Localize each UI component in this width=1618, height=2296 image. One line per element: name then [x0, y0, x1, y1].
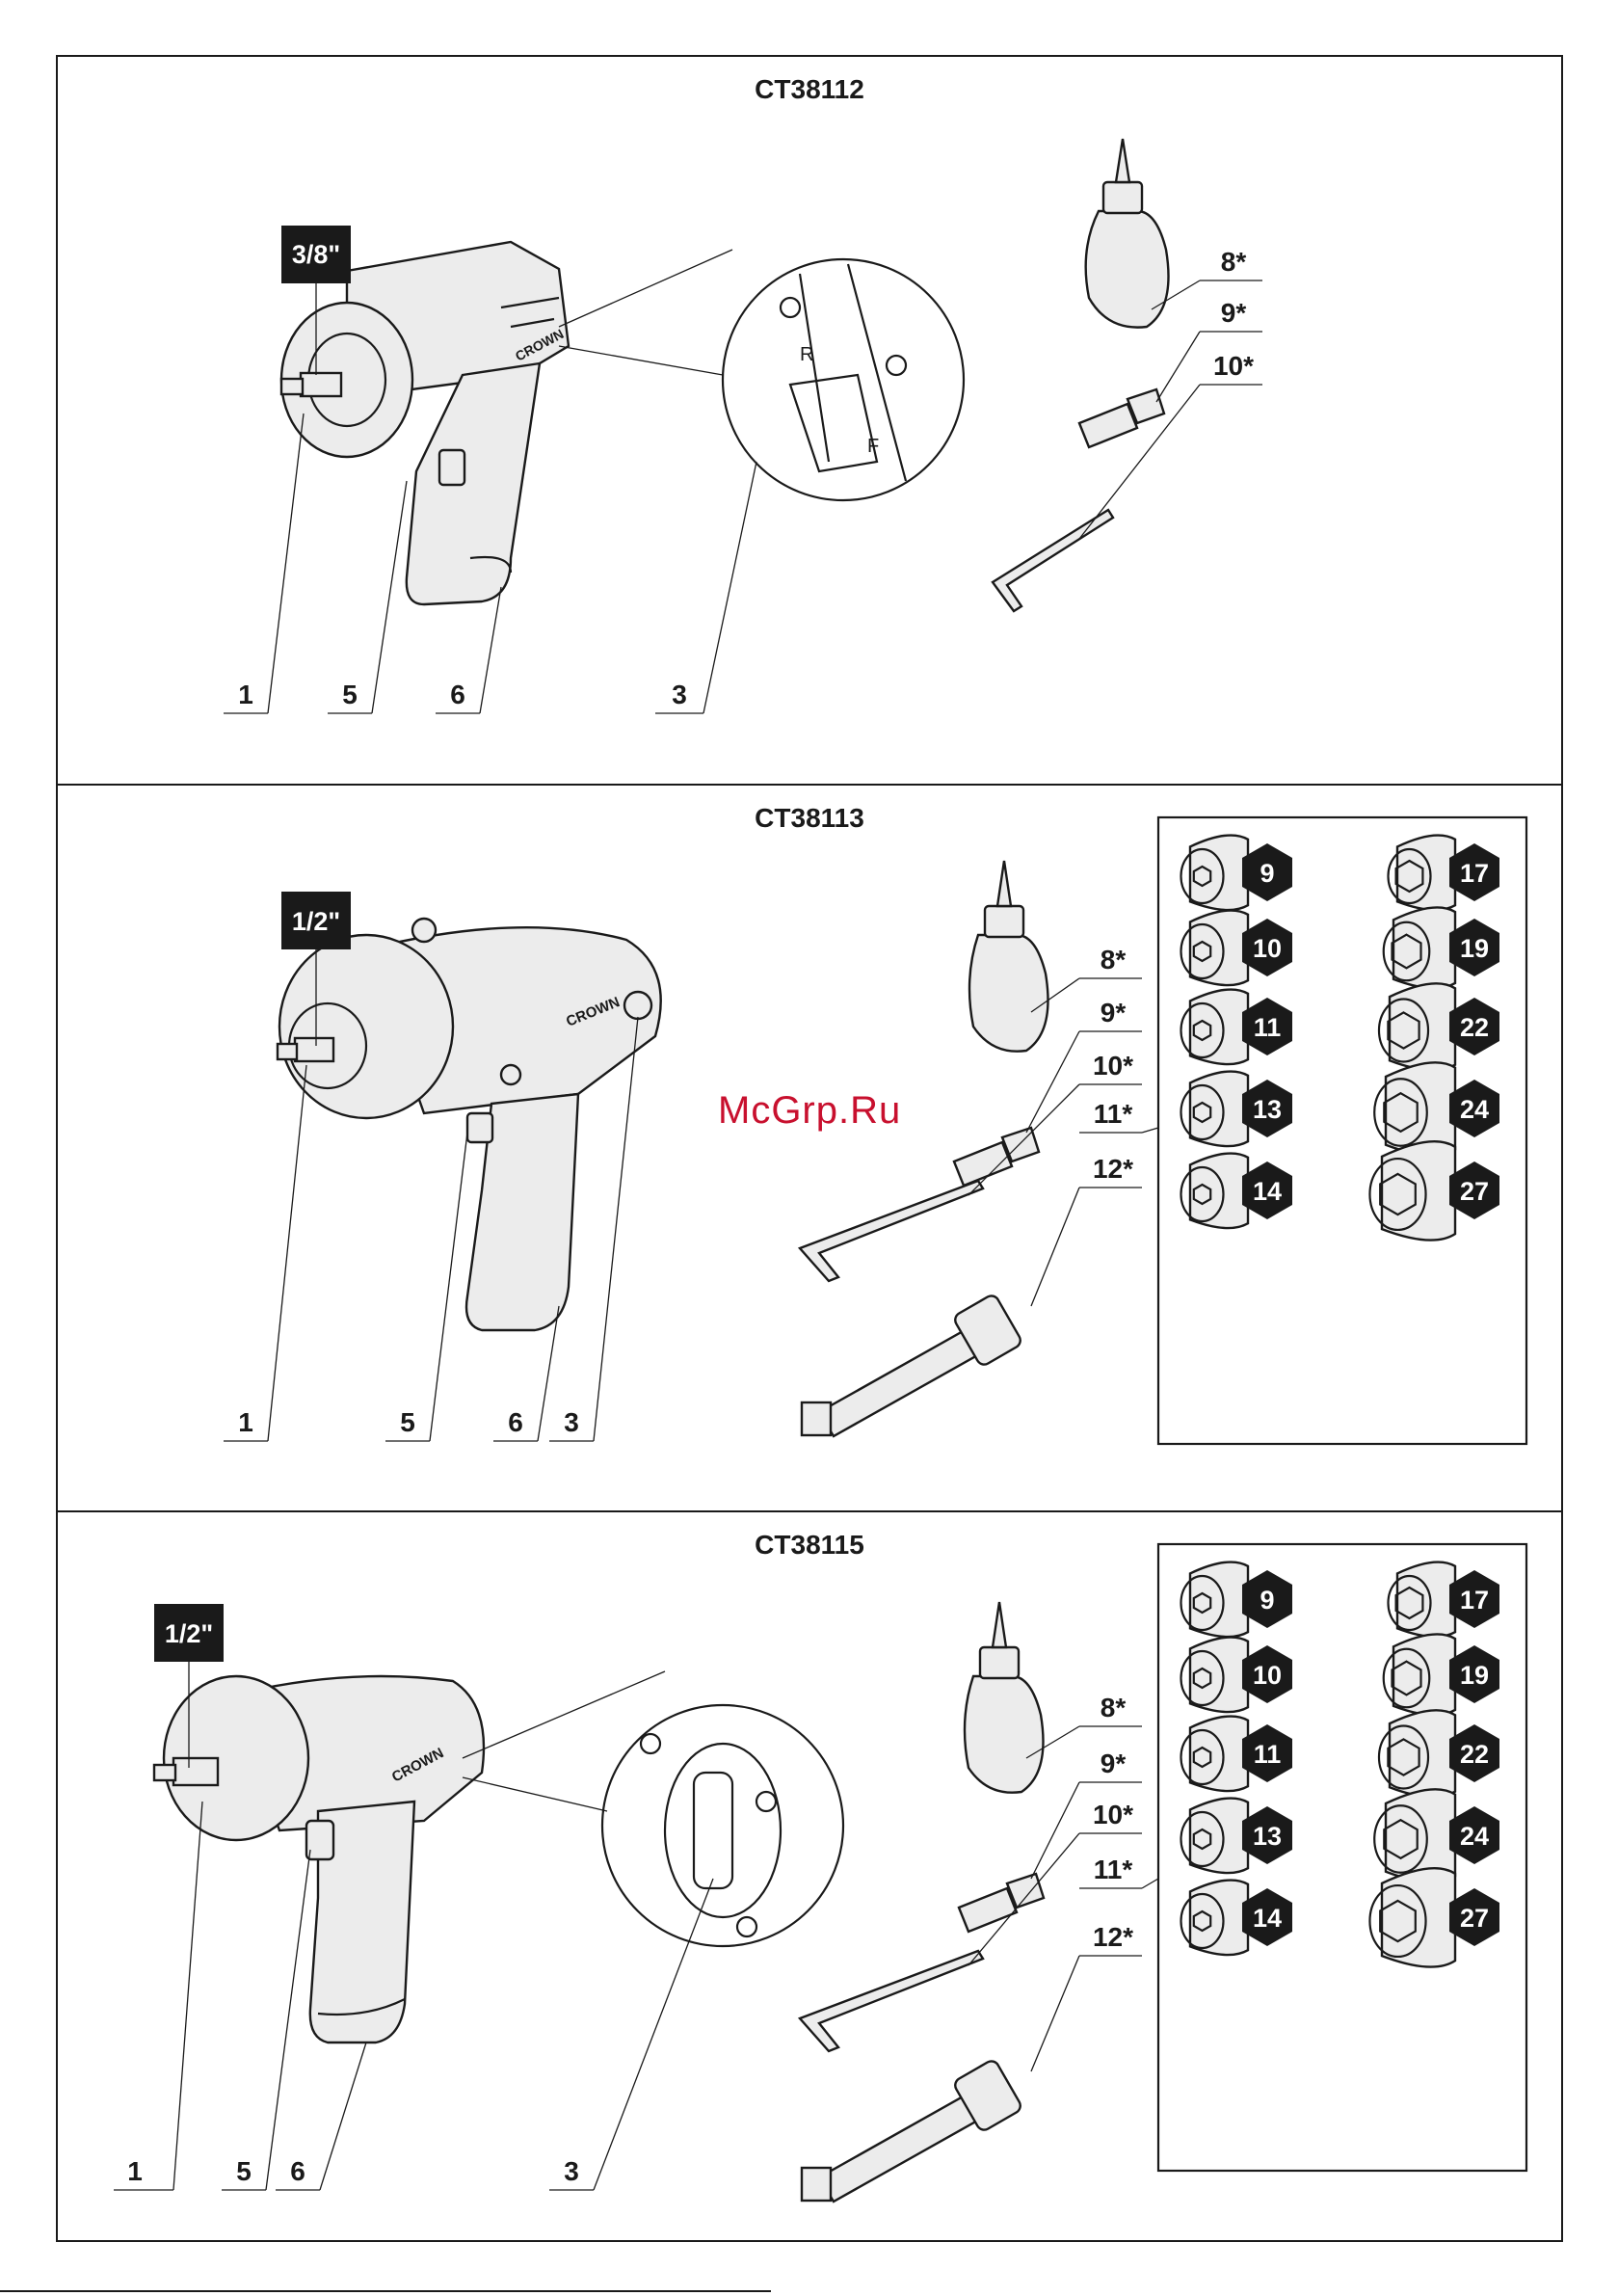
ct38115-illustration: CROWN 1/2" 9 17 10 1	[58, 1512, 1565, 2244]
extension-bar	[802, 2059, 1023, 2202]
panel-ct38113: CT38113 CROWN 1/2"	[56, 784, 1563, 1512]
socket-17: 17	[1389, 1562, 1500, 1638]
callout-12: 12*	[1093, 1154, 1133, 1184]
callout-10: 10*	[1213, 351, 1254, 381]
regulator-detail	[602, 1705, 843, 1946]
callout-9: 9*	[1101, 998, 1127, 1028]
socket-size-label: 13	[1253, 1822, 1282, 1851]
socket-14: 14	[1181, 1881, 1293, 1956]
socket-19: 19	[1384, 907, 1499, 988]
socket-17: 17	[1389, 836, 1500, 911]
socket-size-label: 14	[1253, 1904, 1282, 1933]
socket-27: 27	[1369, 1141, 1499, 1240]
callout-3: 3	[564, 2156, 579, 2186]
socket-set: 9 17 10 19 11 22 13 24 14 27	[1181, 836, 1500, 1241]
callout-1: 1	[127, 2156, 143, 2186]
reverse-valve-detail	[723, 259, 964, 500]
socket-size-label: 22	[1460, 1740, 1489, 1769]
socket-size-label: 14	[1253, 1177, 1282, 1206]
drive-size-label: 1/2"	[292, 907, 340, 936]
callout-5: 5	[236, 2156, 252, 2186]
socket-size-label: 24	[1460, 1822, 1489, 1851]
panel-ct38115: CT38115 CROWN 1/2"	[56, 1510, 1563, 2242]
socket-size-label: 17	[1460, 859, 1489, 888]
socket-9: 9	[1181, 1562, 1293, 1638]
callout-12: 12*	[1093, 1922, 1133, 1952]
socket-19: 19	[1384, 1634, 1499, 1715]
oil-bottle	[965, 1602, 1044, 1793]
socket-9: 9	[1181, 836, 1293, 911]
socket-size-label: 19	[1460, 934, 1489, 963]
socket-size-label: 22	[1460, 1013, 1489, 1042]
socket-22: 22	[1379, 983, 1499, 1070]
callout-6: 6	[508, 1407, 523, 1437]
socket-size-label: 19	[1460, 1661, 1489, 1690]
callout-6: 6	[290, 2156, 305, 2186]
socket-10: 10	[1181, 911, 1293, 986]
callout-8: 8*	[1101, 1693, 1127, 1722]
air-fitting	[959, 1874, 1044, 1932]
callout-9: 9*	[1221, 298, 1247, 328]
oil-bottle	[1086, 139, 1169, 328]
socket-size-label: 17	[1460, 1586, 1489, 1615]
hex-key	[800, 1951, 983, 2051]
callout-5: 5	[342, 680, 358, 709]
impact-wrench: CROWN	[154, 1676, 484, 2042]
air-fitting	[1079, 389, 1164, 447]
impact-wrench: CROWN	[281, 242, 569, 604]
socket-22: 22	[1379, 1710, 1499, 1797]
forward-letter: F	[867, 436, 879, 457]
socket-13: 13	[1181, 1072, 1293, 1147]
hex-key	[800, 1181, 983, 1281]
socket-size-label: 27	[1460, 1177, 1489, 1206]
impact-wrench: CROWN	[278, 919, 661, 1330]
callout-3: 3	[564, 1407, 579, 1437]
air-fitting	[954, 1128, 1039, 1186]
callout-5: 5	[400, 1407, 415, 1437]
socket-size-label: 9	[1260, 1586, 1274, 1615]
hex-key	[993, 510, 1113, 611]
footer-rule	[0, 2290, 771, 2292]
socket-size-label: 11	[1254, 1013, 1282, 1042]
oil-bottle	[969, 861, 1048, 1052]
drive-size-label: 3/8"	[292, 240, 340, 269]
callout-8: 8*	[1101, 945, 1127, 974]
callout-9: 9*	[1101, 1749, 1127, 1778]
socket-size-label: 13	[1253, 1095, 1282, 1124]
socket-11: 11	[1181, 1717, 1293, 1792]
socket-11: 11	[1181, 990, 1293, 1065]
callout-6: 6	[450, 680, 465, 709]
callout-3: 3	[672, 680, 687, 709]
callout-11: 11*	[1094, 1099, 1133, 1129]
socket-10: 10	[1181, 1638, 1293, 1713]
socket-size-label: 10	[1253, 934, 1282, 963]
watermark: McGrp.Ru	[718, 1089, 901, 1133]
socket-size-label: 27	[1460, 1904, 1489, 1933]
socket-13: 13	[1181, 1799, 1293, 1874]
reverse-letter: R	[800, 344, 813, 365]
extension-bar	[802, 1294, 1023, 1436]
callout-1: 1	[238, 680, 253, 709]
ct38112-illustration: CROWN 3/8" R F 8*	[58, 57, 1565, 788]
drive-size-label: 1/2"	[165, 1619, 213, 1648]
socket-size-label: 11	[1254, 1740, 1282, 1769]
callout-11: 11*	[1094, 1855, 1133, 1884]
callout-8: 8*	[1221, 247, 1247, 277]
socket-set: 9 17 10 19 11 22 13 24 14 27	[1181, 1562, 1500, 1967]
socket-14: 14	[1181, 1154, 1293, 1229]
socket-size-label: 24	[1460, 1095, 1489, 1124]
callout-1: 1	[238, 1407, 253, 1437]
panel-ct38112: CT38112 CROWN 3/8" R F	[56, 55, 1563, 786]
callout-10: 10*	[1093, 1051, 1133, 1081]
callout-10: 10*	[1093, 1800, 1133, 1829]
socket-size-label: 9	[1260, 859, 1274, 888]
socket-27: 27	[1369, 1868, 1499, 1966]
socket-size-label: 10	[1253, 1661, 1282, 1690]
